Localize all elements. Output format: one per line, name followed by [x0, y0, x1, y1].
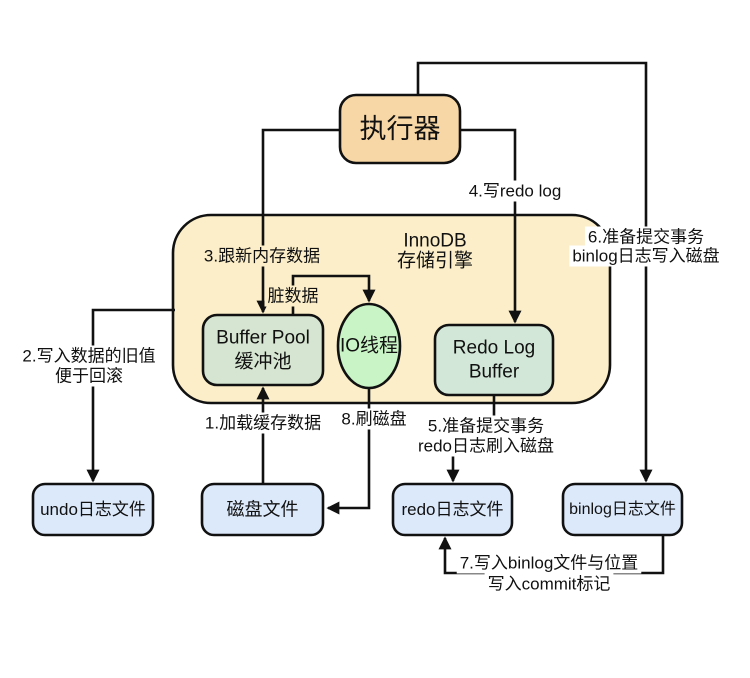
label-step-2-text: 2.写入数据的旧值 — [22, 347, 155, 366]
buffer-pool-label: 缓冲池 — [234, 350, 291, 372]
executor-node: 执行器 — [338, 93, 462, 165]
label-step-2-text: 便于回滚 — [55, 367, 123, 386]
disk-file-node: 磁盘文件 — [200, 482, 325, 537]
label-step-7-text: 7.写入binlog文件与位置 — [460, 554, 639, 573]
redo-log-file-label: redo日志文件 — [401, 500, 503, 519]
edge-write-redo-4 — [460, 128, 522, 324]
label-step-1: 1.加载缓存数据 — [201, 412, 325, 434]
label-dirty-data: 脏数据 — [264, 285, 322, 307]
redo-log-buffer-label: Buffer — [469, 361, 520, 382]
label-step-2-bg — [19, 345, 159, 367]
label-step-7-bg — [484, 573, 614, 595]
label-step-5-bg — [424, 415, 548, 437]
disk-file-label: 磁盘文件 — [227, 500, 299, 520]
label-step-2-bg — [52, 365, 126, 387]
label-dirty-data-bg — [264, 285, 322, 307]
edge-commit-binlog-6 — [416, 61, 653, 483]
label-step-8: 8.刷磁盘 — [338, 408, 410, 430]
label-step-4: 4.写redo log — [465, 180, 565, 202]
label-step-1-bg — [201, 412, 325, 434]
label-step-4-text: 4.写redo log — [469, 182, 562, 201]
label-step-8-bg — [338, 408, 410, 430]
label-dirty-data-text: 脏数据 — [268, 287, 319, 306]
redo-log-file-node: redo日志文件 — [391, 482, 514, 537]
undo-log-file-node: undo日志文件 — [31, 482, 155, 537]
label-step-5-text: redo日志刷入磁盘 — [418, 437, 554, 456]
redo-log-buffer-shape — [433, 323, 555, 397]
binlog-log-file-label: binlog日志文件 — [569, 500, 676, 518]
label-step-7-text: 写入commit标记 — [488, 575, 611, 594]
io-thread-node: IO线程 — [336, 302, 402, 390]
label-step-6-bg — [584, 226, 708, 248]
label-innodb-title-text: 存储引擎 — [397, 250, 473, 272]
label-step-8-text: 8.刷磁盘 — [341, 410, 406, 429]
undo-log-file-label: undo日志文件 — [40, 500, 146, 519]
redo-log-file-shape — [391, 482, 514, 537]
label-step-5-text: 5.准备提交事务 — [428, 417, 544, 436]
label-step-3: 3.跟新内存数据 — [200, 245, 324, 267]
binlog-log-file-node: binlog日志文件 — [561, 482, 684, 537]
executor-label: 执行器 — [360, 114, 441, 144]
label-step-3-bg — [200, 245, 324, 267]
undo-log-file-shape — [31, 482, 155, 537]
executor-shape — [338, 93, 462, 165]
label-step-7-bg — [456, 552, 642, 574]
edge-flush-disk-8 — [326, 388, 371, 515]
disk-file-shape — [200, 482, 325, 537]
label-step-1-text: 1.加载缓存数据 — [205, 414, 321, 433]
label-step-4-bg — [465, 180, 565, 202]
label-step-3-text: 3.跟新内存数据 — [204, 247, 320, 266]
edge-undo-old-value-2 — [86, 308, 175, 483]
io-thread-shape — [336, 302, 402, 390]
label-step-6-text: binlog日志写入磁盘 — [572, 247, 719, 266]
buffer-pool-label: Buffer Pool — [216, 328, 310, 349]
label-step-6-text: 6.准备提交事务 — [588, 228, 704, 247]
redo-log-buffer-label: Redo Log — [453, 338, 535, 359]
label-step-6-bg — [569, 245, 723, 267]
binlog-log-file-shape — [561, 482, 684, 537]
label-step-5-bg — [414, 435, 558, 457]
io-thread-label: IO线程 — [340, 335, 398, 357]
buffer-pool-shape — [201, 313, 325, 387]
label-innodb-title-text: InnoDB — [403, 231, 466, 252]
